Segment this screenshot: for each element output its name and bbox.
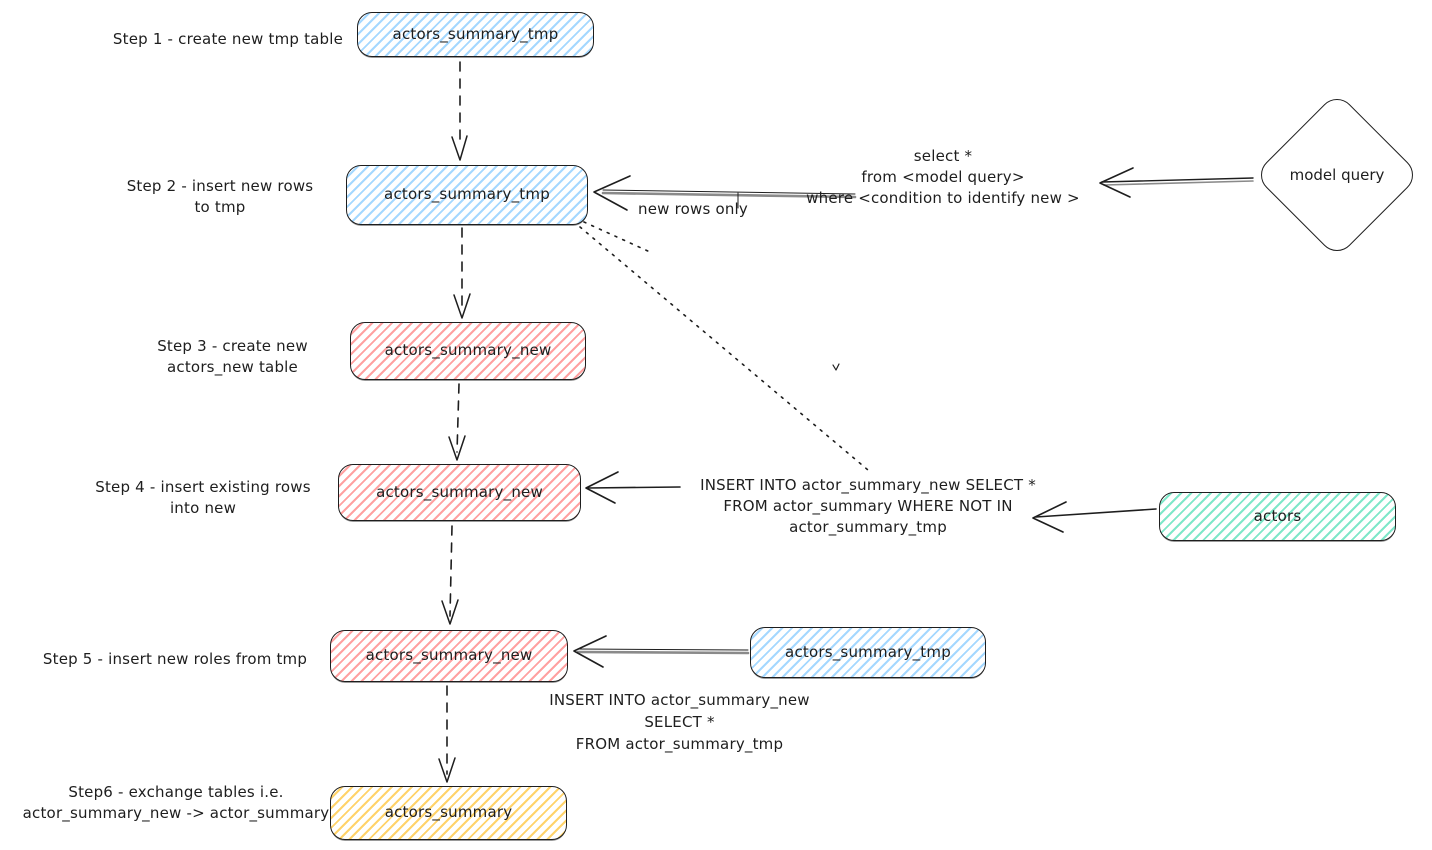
arrow-actors-to-insert xyxy=(1032,501,1157,533)
annotation-select-query: select * from <model query> where <condi… xyxy=(806,147,1080,207)
node-actors-summary-new-step3: actors_summary_new xyxy=(350,322,586,380)
node-label: actors_summary_new xyxy=(376,482,543,501)
dotted-step2-to-insert xyxy=(579,221,869,471)
node-actors-summary-new-step4: actors_summary_new xyxy=(338,464,581,521)
step-5-label: Step 5 - insert new roles from tmp xyxy=(42,650,308,668)
node-actors-summary-tmp-step2: actors_summary_tmp xyxy=(346,165,588,225)
node-actors-summary-tmp-step1: actors_summary_tmp xyxy=(357,12,594,57)
node-label: actors_summary_new xyxy=(365,646,533,664)
step-3-label: Step 3 - create new actors_new table xyxy=(157,337,308,376)
node-label: actors xyxy=(1253,506,1302,525)
arrow-diamond-to-query xyxy=(1099,167,1254,198)
node-label: actors_summary xyxy=(384,803,513,821)
node-label: actors_summary_new xyxy=(384,341,552,359)
arrow-step1-to-step2 xyxy=(451,61,468,161)
step-6-label: Step6 - exchange tables i.e. actor_summa… xyxy=(22,783,330,822)
arrow-tmp-to-step5 xyxy=(573,635,750,668)
arrow-step4-to-step5 xyxy=(441,525,459,625)
node-model-query-label: model query xyxy=(1289,166,1385,184)
node-actors-summary-new-step5: actors_summary_new xyxy=(330,630,568,682)
arrow-query-to-step2 xyxy=(593,175,857,211)
arrow-step2-to-step3 xyxy=(453,227,471,319)
node-actors-summary-step6: actors_summary xyxy=(330,786,567,840)
annotation-insert-existing: INSERT INTO actor_summary_new SELECT * F… xyxy=(700,476,1036,536)
step-1-label: Step 1 - create new tmp table xyxy=(112,30,344,48)
arrow-insert-to-step4 xyxy=(585,471,681,504)
stray-mark xyxy=(832,363,840,371)
step-4-label: Step 4 - insert existing rows into new xyxy=(95,478,311,517)
node-actors-source: actors xyxy=(1159,492,1396,541)
node-label: actors_summary_tmp xyxy=(785,642,951,661)
step-2-label: Step 2 - insert new rows to tmp xyxy=(126,177,314,216)
node-label: actors_summary_tmp xyxy=(384,185,550,203)
arrow-step5-to-step6 xyxy=(438,685,456,783)
annotation-new-rows-only: new rows only xyxy=(638,200,748,218)
node-actors-summary-tmp-source: actors_summary_tmp xyxy=(750,627,986,678)
arrow-step3-to-step4 xyxy=(448,383,466,461)
annotation-insert-from-tmp: INSERT INTO actor_summary_new SELECT * F… xyxy=(549,691,810,753)
node-label: actors_summary_tmp xyxy=(392,24,559,43)
